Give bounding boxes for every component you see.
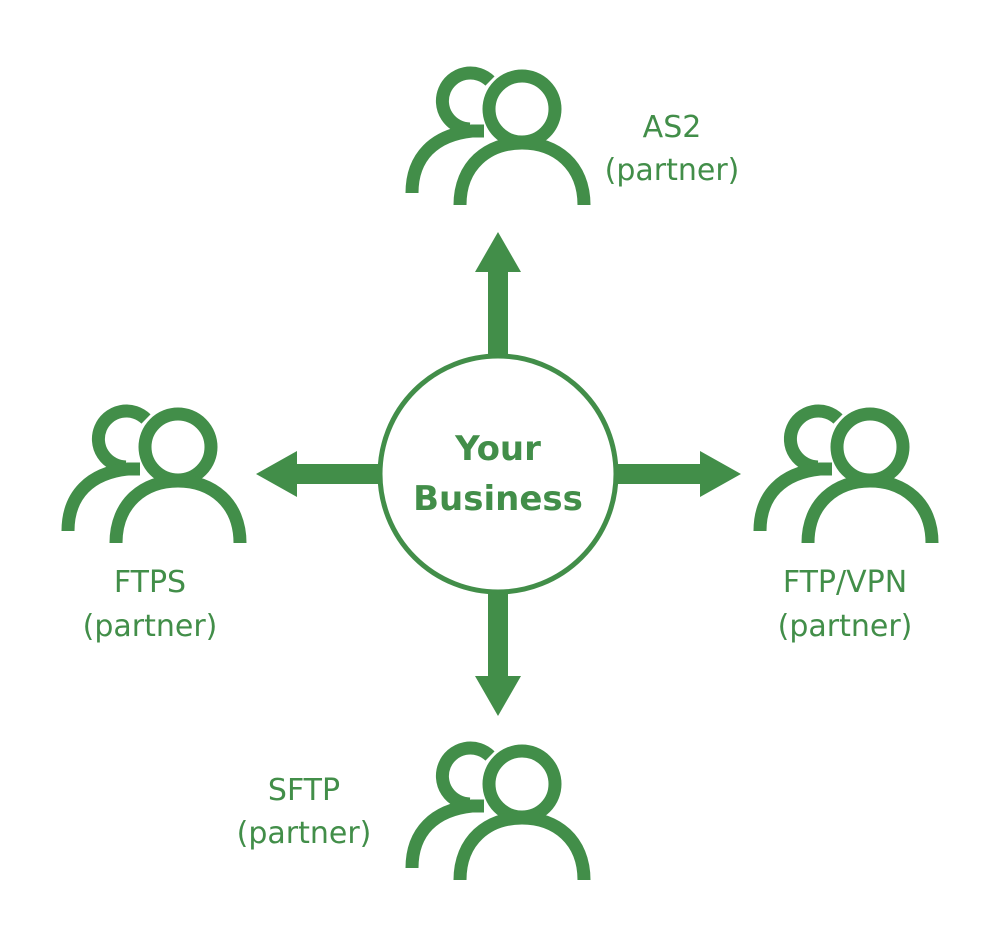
center-label-line2: Business xyxy=(413,479,583,519)
arrow-down-shaft xyxy=(488,592,508,678)
partner-top-role: (partner) xyxy=(605,153,740,188)
users-icon xyxy=(412,748,584,880)
arrow-down xyxy=(475,592,521,716)
partner-bottom: SFTP (partner) xyxy=(237,748,584,880)
arrow-right-head xyxy=(700,451,741,497)
arrow-up-shaft xyxy=(488,270,508,356)
users-icon xyxy=(760,411,932,543)
partner-left: FTPS (partner) xyxy=(68,411,240,644)
center-circle xyxy=(377,353,619,595)
partner-right-name: FTP/VPN xyxy=(783,565,907,600)
center-node: Your Business xyxy=(377,353,619,595)
partner-right-role: (partner) xyxy=(778,609,913,644)
partner-right: FTP/VPN (partner) xyxy=(760,411,932,644)
partner-left-role: (partner) xyxy=(83,609,218,644)
arrow-up-head xyxy=(475,232,521,272)
partner-bottom-role: (partner) xyxy=(237,816,372,851)
arrow-right xyxy=(616,451,741,497)
partner-top-name: AS2 xyxy=(643,110,702,145)
users-icon xyxy=(68,411,240,543)
arrow-right-shaft xyxy=(616,464,702,484)
arrow-left xyxy=(256,451,381,497)
users-icon xyxy=(412,73,584,205)
arrow-down-head xyxy=(475,676,521,716)
partner-left-name: FTPS xyxy=(114,565,186,600)
arrow-left-head xyxy=(256,451,297,497)
partner-bottom-name: SFTP xyxy=(268,773,340,808)
center-label-line1: Your xyxy=(454,429,541,469)
arrow-up xyxy=(475,232,521,356)
arrow-left-shaft xyxy=(295,464,381,484)
partner-top: AS2 (partner) xyxy=(412,73,739,205)
